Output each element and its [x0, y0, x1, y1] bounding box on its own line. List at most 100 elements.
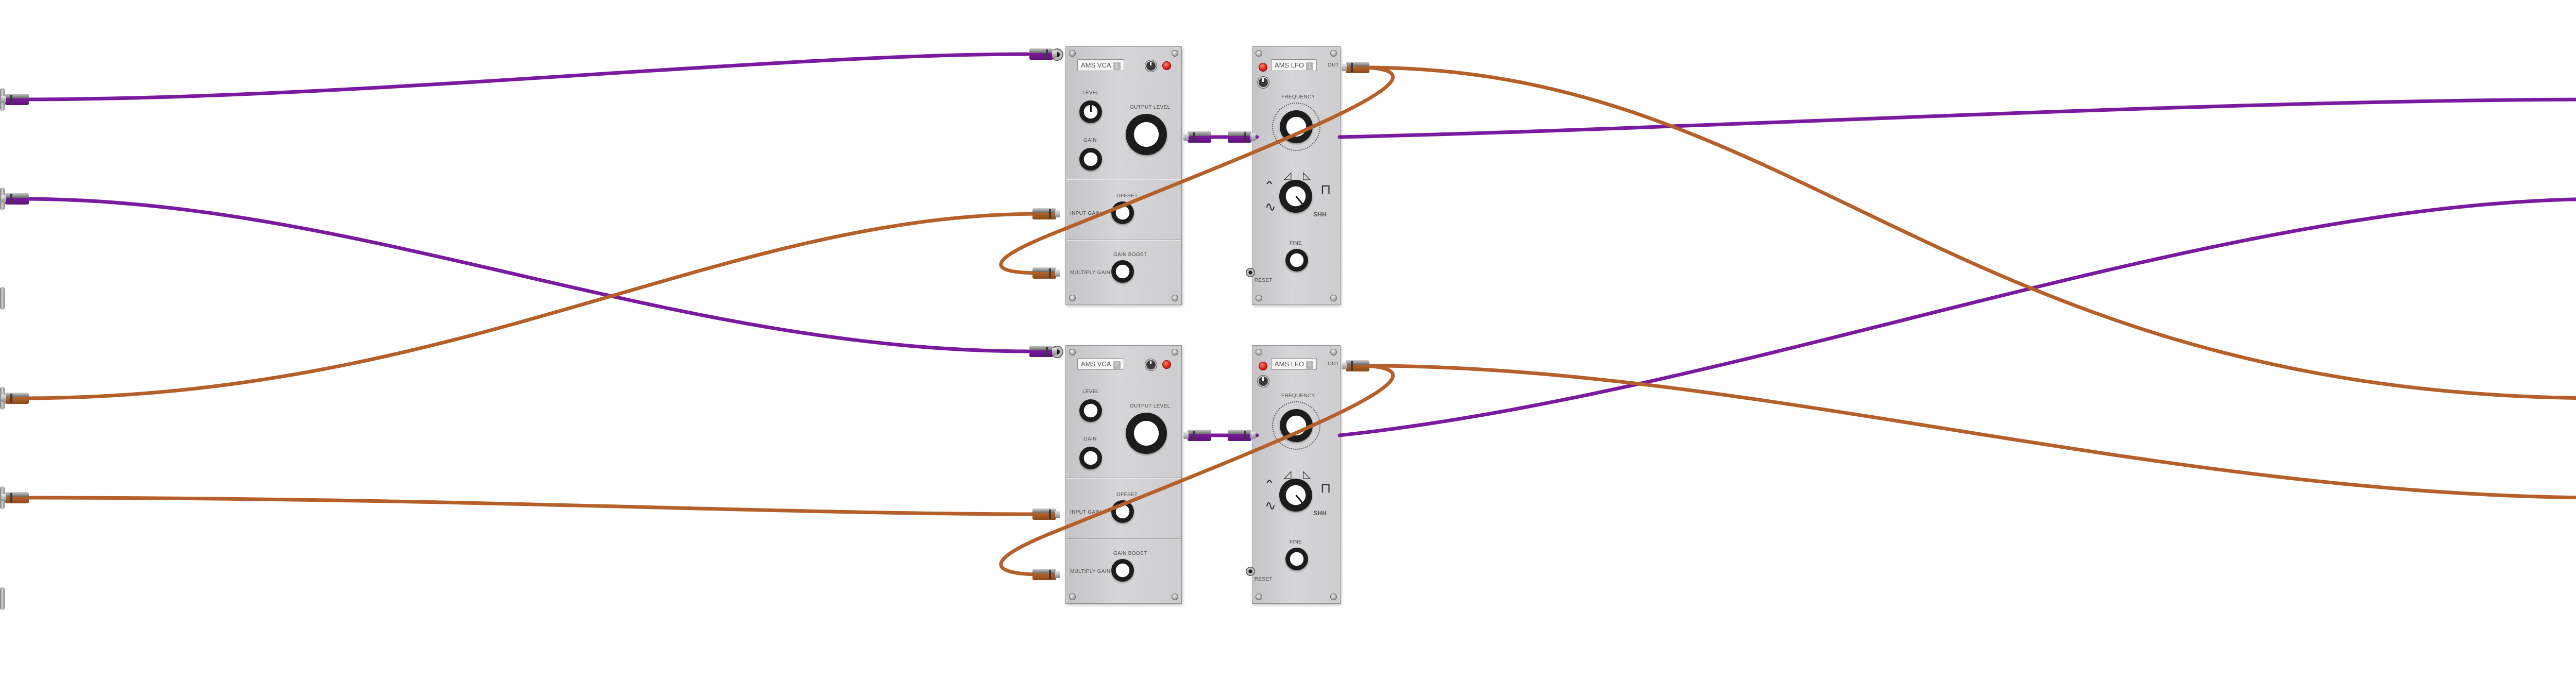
reset-label: RESET — [1255, 577, 1273, 582]
cable-orange-lfo1-out-right3[interactable] — [1363, 65, 2576, 400]
screw-icon — [1256, 594, 1262, 600]
cable-orange-left3-vca1-input[interactable] — [19, 212, 1043, 400]
panel-divider — [1066, 538, 1181, 539]
level-knob[interactable] — [1079, 100, 1102, 123]
screw-icon — [1172, 349, 1178, 355]
gain-knob[interactable] — [1079, 148, 1102, 171]
plug-vca2-input-gain[interactable] — [1032, 508, 1060, 520]
level-knob[interactable] — [1079, 399, 1102, 422]
triangle-wave-icon: ⌃ — [1264, 478, 1275, 493]
cable-orange-lfo2-out-right4[interactable] — [1363, 364, 2576, 500]
input-gain-label: INPUT GAIN — [1070, 211, 1101, 216]
gain-knob-label: GAIN — [1083, 436, 1097, 442]
screw-icon — [1172, 295, 1178, 301]
frequency-scale — [1272, 401, 1320, 450]
gain-boost-label: GAIN BOOST — [1113, 551, 1147, 556]
fine-label: FINE — [1290, 539, 1302, 545]
cable-purple-lfo2-right2[interactable] — [1337, 197, 2576, 437]
plug-left-1[interactable] — [1, 94, 29, 105]
level-knob-label: LEVEL — [1082, 389, 1099, 395]
sine-wave-icon: ∿ — [1265, 498, 1276, 514]
lfo1-reset-jack[interactable] — [1246, 268, 1255, 277]
ramp-wave-icon: ◺ — [1303, 468, 1311, 480]
shape-label: SHH — [1313, 211, 1327, 218]
offset-knob-label: OFFSET — [1116, 193, 1138, 199]
level-knob-label: LEVEL — [1082, 90, 1099, 96]
screw-icon — [1069, 50, 1076, 57]
ramp-wave-icon: ◺ — [1303, 169, 1311, 181]
plug-left-2[interactable] — [1, 193, 29, 205]
plug-vca1-multiply-gain[interactable] — [1032, 267, 1060, 279]
cable-orange-lfo2-out-vca2[interactable] — [999, 364, 1395, 577]
out-label: OUT — [1328, 361, 1340, 367]
square-wave-icon: ⊓ — [1320, 481, 1331, 496]
plug-lfo1-out[interactable] — [1342, 62, 1369, 73]
plug-lfo2-out[interactable] — [1342, 360, 1369, 371]
output-level-knob[interactable] — [1126, 114, 1167, 155]
shape-label: SHH — [1313, 510, 1327, 517]
edge-port-left-3[interactable] — [0, 287, 5, 310]
shape-knob[interactable] — [1279, 180, 1312, 213]
plug-vca2-output[interactable] — [1183, 430, 1211, 441]
range-mini-knob[interactable] — [1258, 77, 1269, 88]
screw-icon — [1256, 50, 1262, 57]
plug-lfo2-input[interactable] — [1228, 430, 1256, 441]
output-level-knob[interactable] — [1126, 413, 1167, 454]
screw-icon — [1330, 594, 1337, 600]
plug-left-4[interactable] — [1, 492, 29, 503]
bias-mini-knob[interactable] — [1145, 359, 1157, 370]
frequency-label: FREQUENCY — [1281, 393, 1315, 399]
cable-orange-left4-vca2-input[interactable] — [19, 496, 1043, 516]
panel-divider — [1066, 240, 1181, 241]
status-led — [1162, 61, 1171, 70]
saw-wave-icon: ◿ — [1283, 468, 1292, 480]
reset-label: RESET — [1255, 278, 1273, 283]
cable-orange-lfo1-out-vca1[interactable] — [999, 65, 1395, 275]
fine-label: FINE — [1290, 241, 1302, 246]
gain-boost-knob[interactable] — [1111, 260, 1134, 283]
cable-purple-lfo1-right1[interactable] — [1337, 97, 2576, 139]
out-label: OUT — [1328, 62, 1340, 68]
bias-mini-knob[interactable] — [1145, 60, 1157, 72]
plug-lfo1-input[interactable] — [1228, 131, 1256, 143]
fine-knob[interactable] — [1285, 548, 1308, 570]
screw-icon — [1172, 50, 1178, 57]
plug-vca2-input[interactable] — [1029, 346, 1057, 357]
multiply-gain-label: MULTIPLY GAIN — [1070, 270, 1111, 276]
cable-purple-left2-vca1-cv[interactable] — [19, 197, 1030, 353]
panel-divider — [1066, 179, 1181, 180]
edge-port-left-6[interactable] — [0, 587, 5, 610]
offset-knob-label: OFFSET — [1116, 492, 1138, 498]
plug-vca1-input[interactable] — [1029, 48, 1057, 60]
plug-vca1-input-gain[interactable] — [1032, 208, 1060, 219]
screw-icon — [1172, 594, 1178, 600]
triangle-wave-icon: ⌃ — [1264, 179, 1275, 194]
lfo2-reset-jack[interactable] — [1246, 567, 1255, 576]
range-mini-knob[interactable] — [1258, 376, 1269, 387]
plug-vca1-output[interactable] — [1183, 131, 1211, 143]
status-led — [1259, 63, 1267, 72]
screw-icon — [1330, 50, 1337, 57]
gain-boost-label: GAIN BOOST — [1113, 252, 1147, 258]
gain-knob-label: GAIN — [1083, 138, 1097, 143]
screw-icon — [1069, 349, 1076, 355]
plug-left-3[interactable] — [1, 393, 29, 404]
gain-boost-knob[interactable] — [1111, 559, 1134, 582]
screw-icon — [1330, 295, 1337, 301]
screw-icon — [1069, 295, 1076, 301]
plug-vca2-multiply-gain[interactable] — [1032, 569, 1060, 580]
frequency-label: FREQUENCY — [1281, 94, 1315, 100]
gain-knob[interactable] — [1079, 447, 1102, 469]
status-led — [1259, 362, 1267, 370]
cable-purple-left1-vca1[interactable] — [19, 52, 1030, 101]
shape-knob[interactable] — [1279, 479, 1312, 512]
fine-knob[interactable] — [1285, 249, 1308, 272]
square-wave-icon: ⊓ — [1320, 182, 1331, 197]
screw-icon — [1256, 349, 1262, 355]
output-level-label: OUTPUT LEVEL — [1130, 105, 1171, 110]
